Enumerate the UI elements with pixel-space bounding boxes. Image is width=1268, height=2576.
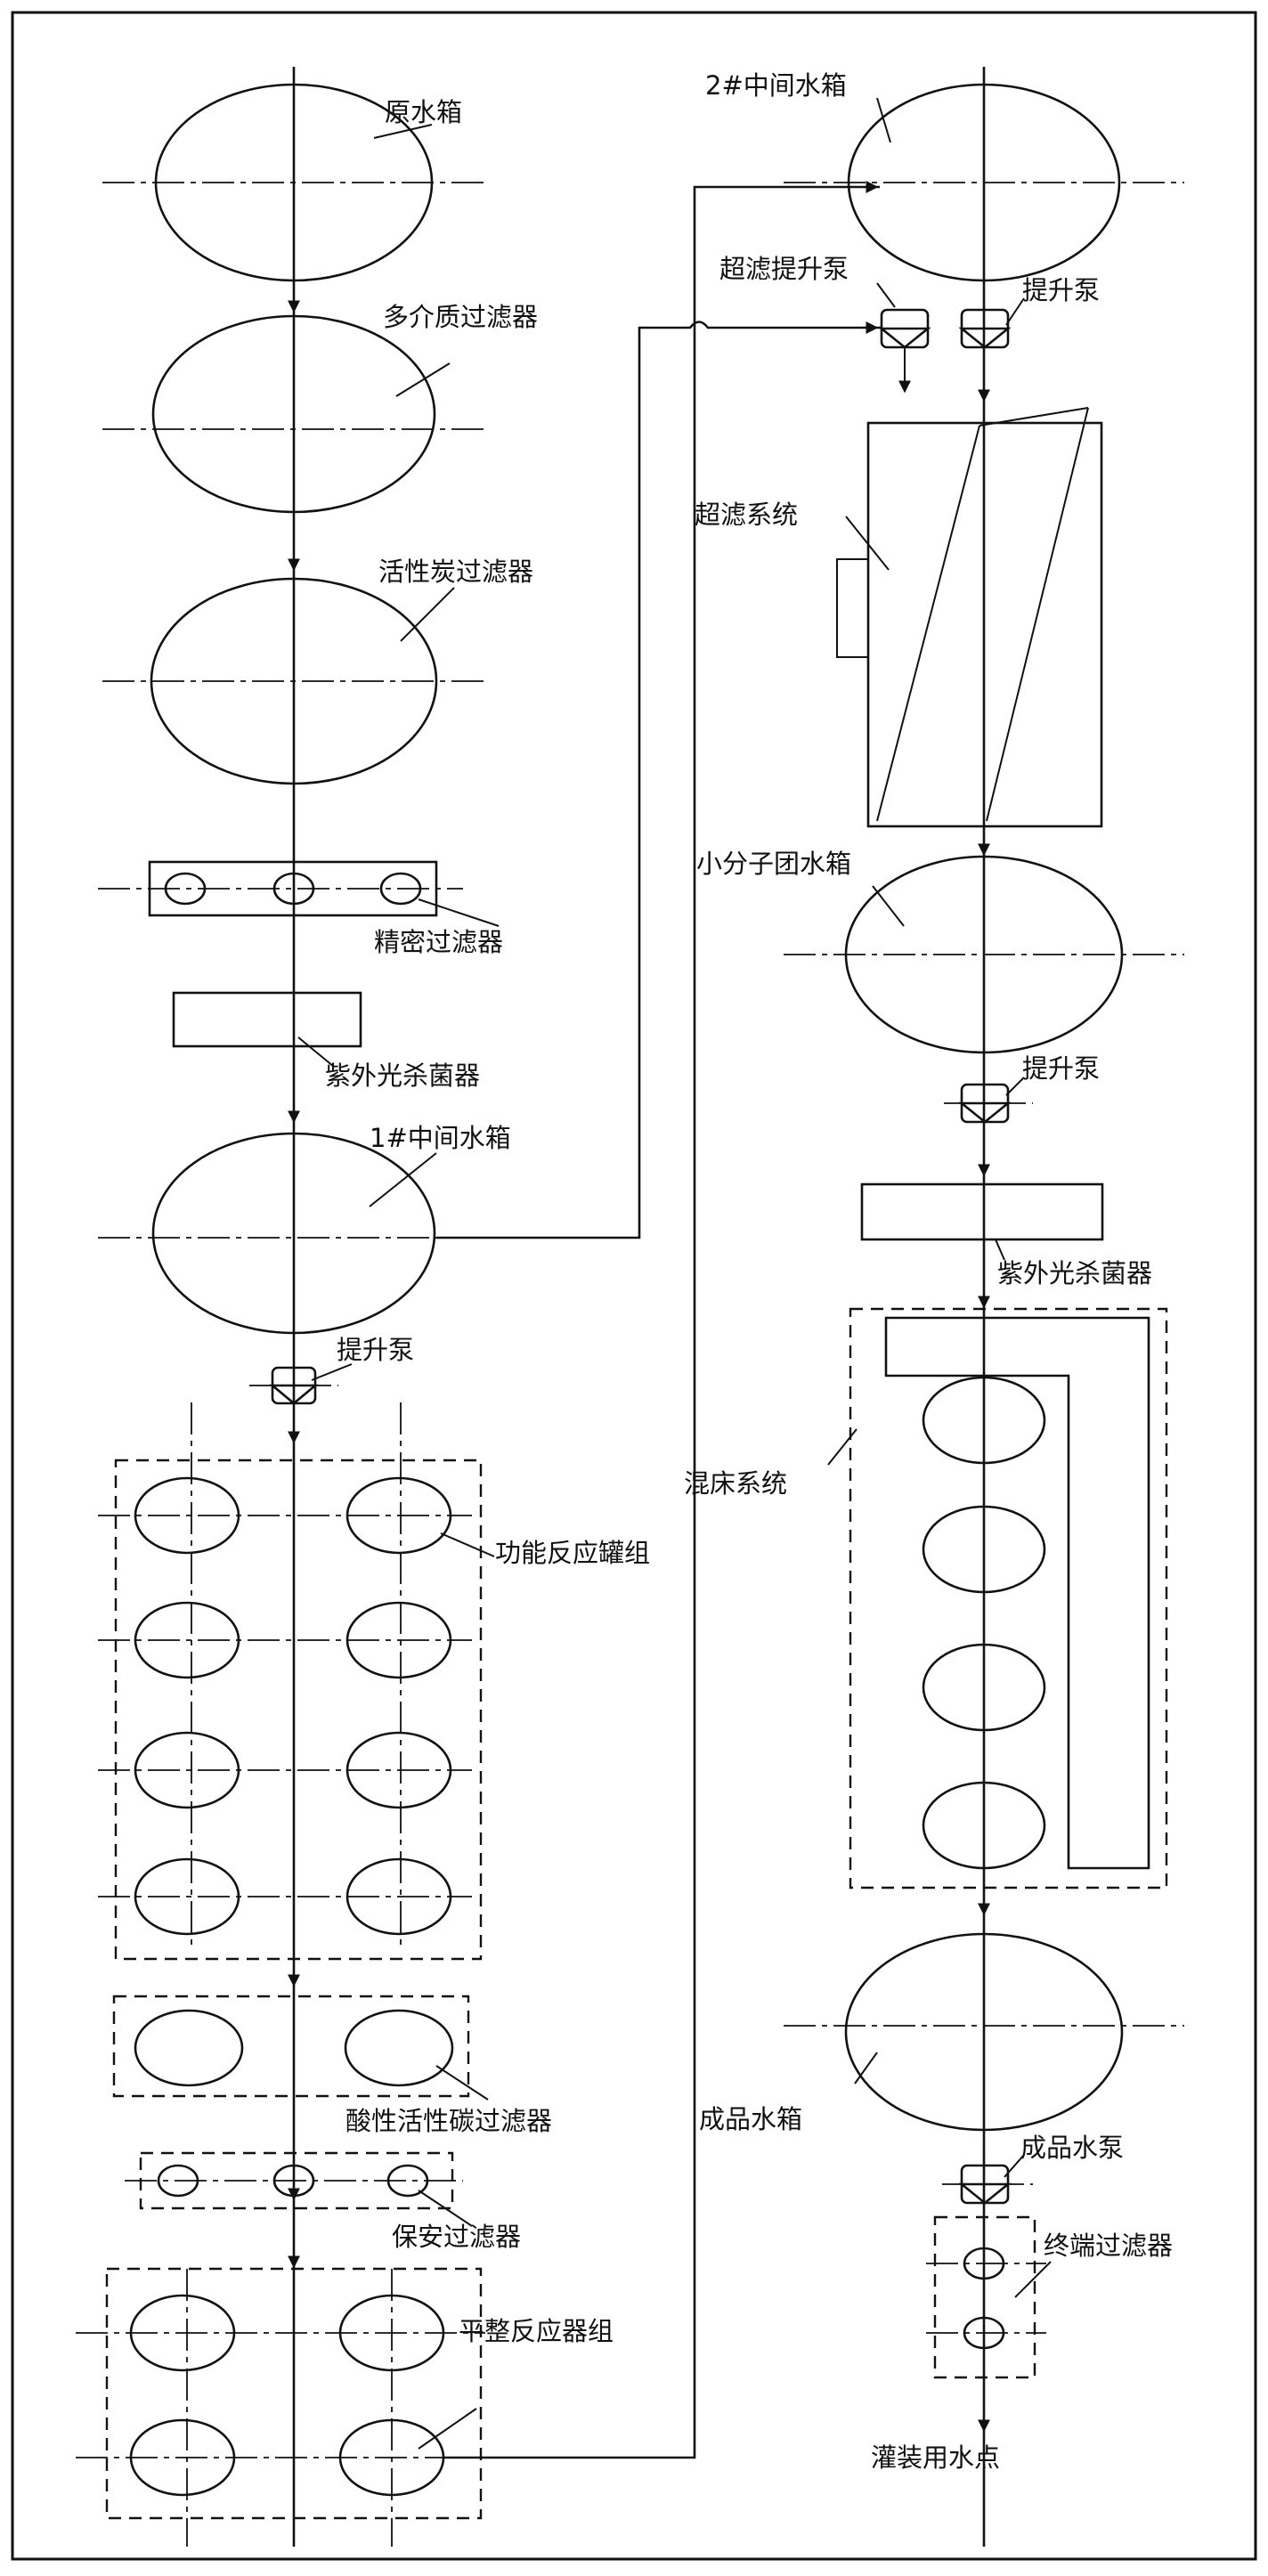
reaction-tank-group-b-label: 平整反应器组 [459,2316,614,2346]
reaction-tank-group-a [98,1402,495,1961]
ultrafiltration-system [836,407,1103,828]
connection-lines [436,181,882,2459]
small-molecule-tank [784,855,1184,1054]
lift-pump-3-label: 提升泵 [1022,1053,1100,1084]
multi-media-filter-label: 多介质过滤器 [383,302,538,332]
product-tank-label: 成品水箱 [699,2104,802,2134]
acidic-activated-carbon-filter [112,1995,489,2101]
lift-pump-1 [249,1363,353,1405]
lift-pump-2-label: 提升泵 [1022,275,1100,305]
raw-water-tank-label: 原水箱 [385,97,462,127]
ultrafiltration-system-label: 超滤系统 [695,500,798,530]
right-process-column: 2#中间水箱 超滤提升泵 提升泵 超滤系统 [684,67,1184,2547]
intermediate-tank-1-label: 1#中间水箱 [370,1123,511,1153]
precision-filter [98,860,500,927]
uv-sterilizer-1 [172,991,362,1068]
pipe-groupb-to-uf [443,185,880,2459]
small-molecule-tank-label: 小分子团水箱 [696,849,851,879]
multi-media-filter [102,314,485,514]
diagram-frame [11,11,1257,2561]
mixed-bed-system [827,1307,1168,1889]
lift-pump-2 [958,297,1025,349]
product-tank [784,1932,1184,2132]
uv-sterilizer-2-label: 紫外光杀菌器 [997,1258,1152,1288]
left-process-column: 原水箱 多介质过滤器 活性炭过滤器 精密过滤器 [76,67,650,2547]
activated-carbon-filter-label: 活性炭过滤器 [378,557,533,587]
raw-water-tank [102,83,485,282]
uv-sterilizer-2 [860,1182,1104,1261]
mixed-bed-system-label: 混床系统 [684,1468,787,1499]
terminal-filter [926,2215,1052,2379]
reaction-tank-group-b [76,2267,485,2547]
pipe-tank1-to-uf-pump [436,321,882,1239]
product-pump-label: 成品水泵 [1020,2133,1124,2163]
activated-carbon-filter [102,577,485,785]
precision-filter-label: 精密过滤器 [374,927,503,957]
uv-sterilizer-1-label: 紫外光杀菌器 [325,1060,480,1091]
product-pump [942,2154,1033,2205]
security-filter [125,2151,473,2227]
filling-water-point-label: 灌装用水点 [871,2442,1000,2473]
intermediate-tank-2-label: 2#中间水箱 [705,70,847,101]
intermediate-tank-1 [98,1132,485,1335]
lift-pump-3 [944,1077,1033,1124]
acidic-activated-carbon-filter-label: 酸性活性碳过滤器 [345,2106,552,2136]
terminal-filter-label: 终端过滤器 [1044,2231,1173,2261]
intermediate-tank-2 [784,83,1184,282]
ultrafiltration-lift-pump-label: 超滤提升泵 [719,254,849,284]
reaction-tank-group-a-label: 功能反应罐组 [495,1538,650,1568]
lift-pump-1-label: 提升泵 [337,1335,414,1365]
ultrafiltration-lift-pump [876,282,931,394]
security-filter-label: 保安过滤器 [392,2222,521,2252]
reaction-tank-group-a-label-text: 功能反应罐组 [495,1538,650,1568]
